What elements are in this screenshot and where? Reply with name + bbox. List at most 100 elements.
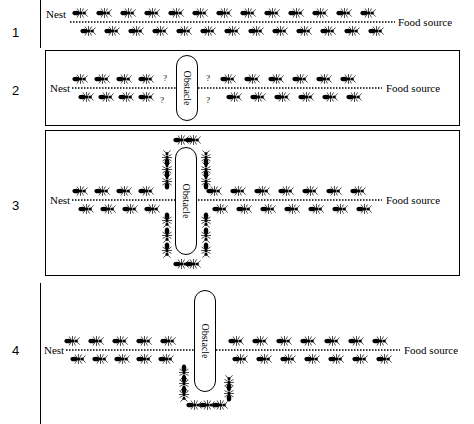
- obstacle-label: Obstacle: [181, 184, 191, 219]
- ant: [64, 336, 79, 346]
- ant: [288, 8, 303, 18]
- question-mark: ?: [206, 96, 210, 105]
- ant: [332, 204, 347, 214]
- ant: [72, 186, 87, 196]
- ant: [201, 212, 211, 227]
- ant: [356, 204, 371, 214]
- location-label: Nest: [46, 9, 66, 20]
- ant: [312, 8, 327, 18]
- ant: [70, 354, 85, 364]
- ant: [212, 204, 227, 214]
- ant: [368, 26, 383, 36]
- ant: [116, 74, 131, 84]
- ant: [244, 74, 259, 84]
- ant: [96, 8, 111, 18]
- ant: [72, 74, 87, 84]
- ant: [162, 162, 172, 177]
- ant: [240, 8, 255, 18]
- ant: [216, 8, 231, 18]
- location-label: Food source: [386, 195, 440, 206]
- ant: [256, 354, 271, 364]
- ant: [200, 26, 215, 36]
- ant: [78, 92, 93, 102]
- ant: [336, 8, 351, 18]
- ant: [206, 186, 221, 196]
- trail-line: [66, 22, 400, 350]
- ant: [186, 400, 201, 410]
- ant: [122, 204, 137, 214]
- ant: [220, 74, 235, 84]
- ant: [308, 204, 323, 214]
- ant: [199, 400, 214, 410]
- ant: [158, 354, 173, 364]
- ant: [346, 92, 361, 102]
- ant: [350, 186, 365, 196]
- ant: [274, 92, 289, 102]
- ant: [138, 92, 153, 102]
- ant: [300, 336, 315, 346]
- ant: [160, 336, 175, 346]
- ant: [162, 227, 172, 242]
- ant: [104, 26, 119, 36]
- ant: [78, 204, 93, 214]
- ant: [100, 204, 115, 214]
- ant: [292, 74, 307, 84]
- ant: [250, 92, 265, 102]
- ant: [64, 8, 391, 410]
- ant: [230, 186, 245, 196]
- ant: [192, 8, 207, 18]
- question-mark: ?: [160, 96, 164, 105]
- question-mark: ?: [163, 74, 167, 83]
- ant: [272, 26, 287, 36]
- ant: [162, 174, 172, 189]
- ant: [296, 26, 311, 36]
- ant: [185, 259, 200, 269]
- location-label: Food source: [398, 17, 452, 28]
- ant: [136, 336, 151, 346]
- panel-number: 4: [12, 344, 19, 357]
- ant: [252, 336, 267, 346]
- ant: [138, 74, 153, 84]
- ant: [248, 26, 263, 36]
- ant: [94, 186, 109, 196]
- ant: [276, 336, 291, 346]
- ant: [254, 186, 269, 196]
- location-label: Nest: [44, 345, 64, 356]
- ant: [94, 74, 109, 84]
- ant: [168, 8, 183, 18]
- ant: [348, 336, 363, 346]
- ant: [201, 174, 211, 189]
- panel-frame: [41, 0, 460, 424]
- ant: [88, 336, 103, 346]
- ant: [224, 375, 234, 390]
- ant: [201, 242, 211, 257]
- ant: [228, 336, 243, 346]
- obstacle-label: Obstacle: [182, 71, 192, 106]
- location-label: Nest: [50, 195, 70, 206]
- location-label: Food source: [386, 83, 440, 94]
- ant: [144, 8, 159, 18]
- ant: [128, 26, 143, 36]
- ant: [201, 162, 211, 177]
- ant: [320, 26, 335, 36]
- ant: [144, 204, 159, 214]
- ant: [278, 186, 293, 196]
- panel-number: 1: [12, 26, 19, 39]
- ant: [302, 186, 317, 196]
- ant: [212, 400, 227, 410]
- ant: [344, 26, 359, 36]
- obstacle: Obstacle: [175, 147, 197, 255]
- location-label: Food source: [404, 345, 458, 356]
- panel-number: 3: [12, 199, 19, 212]
- ant: [80, 26, 95, 36]
- ant: [316, 74, 331, 84]
- ant: [226, 92, 241, 102]
- location-label: Nest: [50, 83, 70, 94]
- ant: [118, 92, 133, 102]
- obstacle: Obstacle: [194, 290, 216, 392]
- ant: [138, 186, 153, 196]
- ant: [116, 186, 131, 196]
- ant: [322, 92, 337, 102]
- ant: [284, 204, 299, 214]
